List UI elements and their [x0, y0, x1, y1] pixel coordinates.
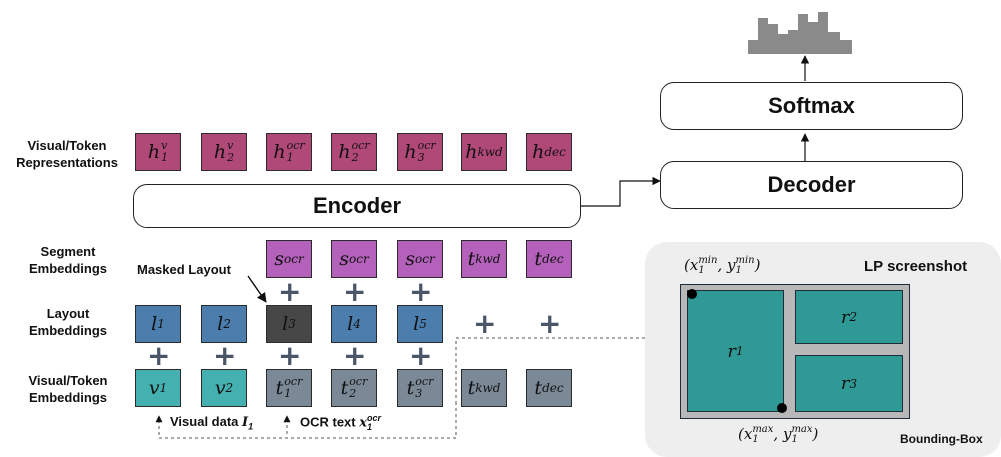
softmax-box: Softmax	[660, 82, 963, 130]
plus-icon: +	[147, 339, 171, 372]
arrow-icon	[247, 275, 267, 303]
lp-screenshot-title: LP screenshot	[864, 258, 968, 275]
arrow-icon	[581, 176, 661, 207]
plus-icon: +	[278, 339, 302, 372]
plus-icon: +	[473, 307, 497, 340]
masked-layout-label: Masked Layout	[137, 262, 231, 277]
plus-icon: +	[213, 339, 237, 372]
corner-point-marker	[687, 289, 697, 299]
plus-icon: +	[409, 275, 433, 308]
output-distribution-icon	[748, 12, 858, 54]
bounding-box-label: Bounding-Box	[900, 432, 983, 446]
plus-icon: +	[343, 339, 367, 372]
encoder-box: Encoder	[133, 184, 581, 228]
corner-point-marker	[777, 403, 787, 413]
decoder-box: Decoder	[660, 161, 963, 209]
plus-icon: +	[538, 307, 562, 340]
visual-data-label: Visual data I1	[170, 414, 254, 432]
plus-icon: +	[409, 339, 433, 372]
plus-icon: +	[343, 275, 367, 308]
plus-icon: +	[278, 275, 302, 308]
